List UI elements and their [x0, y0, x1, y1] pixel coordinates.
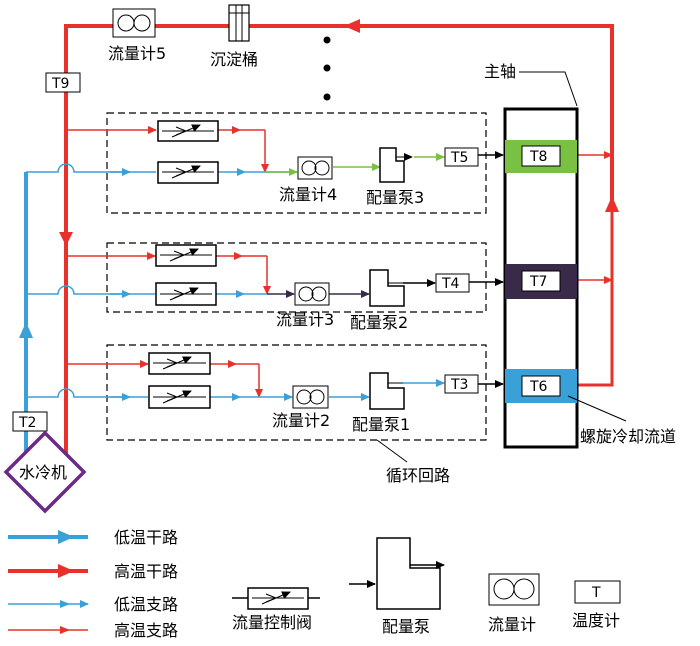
- chiller: [3, 430, 87, 514]
- spindle-label: 主轴: [484, 62, 516, 81]
- flowmeter-2: [292, 385, 329, 409]
- thermometer-t4: T4: [435, 273, 470, 293]
- legend-thermometer: T 温度计: [572, 580, 621, 630]
- thermometer-t3: T3: [444, 374, 479, 394]
- legend-cold-main-label: 低温干路: [114, 528, 178, 547]
- legend-cold-branch: 低温支路: [8, 595, 178, 614]
- channel-t8: T8: [505, 140, 577, 173]
- flowmeter-3-label: 流量计3: [276, 310, 334, 329]
- t4-label: T4: [441, 276, 460, 292]
- sediment-tank-label: 沉淀桶: [210, 50, 258, 69]
- sediment-tank: [228, 4, 250, 42]
- branch-loop-3: [26, 344, 504, 441]
- legend-hot-branch: 高温支路: [8, 621, 178, 640]
- flowmeter-5: [112, 8, 156, 38]
- spiral-channel-label: 螺旋冷却流道: [580, 427, 676, 446]
- more-branches-dots: [323, 36, 331, 101]
- valve-1b: [157, 161, 219, 184]
- pump-2: [369, 269, 405, 307]
- legend-cold-main: 低温干路: [8, 528, 178, 547]
- thermometer-t2: T2: [12, 411, 48, 432]
- valve-2a: [155, 244, 217, 267]
- valve-3a: [148, 352, 211, 375]
- legend-thermometer-symbol: T: [591, 585, 601, 601]
- legend-pump-label: 配量泵: [382, 617, 430, 636]
- legend-valve-label: 流量控制阀: [232, 613, 312, 632]
- thermometer-t5: T5: [444, 147, 479, 167]
- t3-label: T3: [450, 377, 468, 393]
- chiller-label: 水冷机: [19, 463, 67, 482]
- pump-3: [379, 147, 413, 183]
- cold-main-line: [19, 172, 33, 458]
- legend-hot-branch-label: 高温支路: [114, 621, 178, 640]
- legend-hot-main-label: 高温干路: [114, 562, 178, 581]
- branch-loop-2: [26, 242, 504, 313]
- legend-flowmeter-label: 流量计: [488, 615, 536, 634]
- t8-label: T8: [529, 149, 547, 165]
- return-lines: [577, 151, 613, 284]
- channel-t7: T7: [505, 264, 577, 299]
- hot-main-line: [59, 19, 619, 458]
- legend-flowmeter: 流量计: [488, 573, 540, 634]
- t6-label: T6: [529, 379, 548, 395]
- pump-3-label: 配量泵3: [366, 188, 424, 207]
- thermometer-t9: T9: [45, 72, 81, 93]
- legend-hot-main: 高温干路: [8, 562, 178, 581]
- loop-label: 循环回路: [386, 466, 450, 485]
- legend-cold-branch-label: 低温支路: [114, 595, 178, 614]
- valve-3b: [148, 385, 211, 409]
- branch-loop-1: [26, 112, 504, 214]
- valve-1a: [157, 120, 219, 142]
- pump-2-label: 配量泵2: [350, 313, 408, 332]
- legend-pump: 配量泵: [349, 537, 445, 636]
- flowmeter-4-label: 流量计4: [279, 185, 337, 204]
- flowmeter-3: [294, 282, 330, 306]
- legend-valve: 流量控制阀: [232, 587, 320, 632]
- flowmeter-4: [297, 156, 333, 180]
- pump-1: [369, 372, 405, 410]
- flowmeter-5-label: 流量计5: [108, 44, 166, 63]
- t9-label: T9: [51, 76, 69, 92]
- valve-2b: [155, 282, 217, 306]
- channel-t6: T6: [505, 369, 577, 403]
- legend-thermometer-label: 温度计: [572, 611, 620, 630]
- t7-label: T7: [529, 274, 547, 290]
- t2-label: T2: [18, 415, 36, 431]
- pump-1-label: 配量泵1: [352, 415, 410, 434]
- t5-label: T5: [450, 150, 468, 166]
- legend: 低温干路 高温干路 低温支路 高温支路 流量控制阀: [8, 528, 621, 640]
- flowmeter-2-label: 流量计2: [272, 411, 330, 430]
